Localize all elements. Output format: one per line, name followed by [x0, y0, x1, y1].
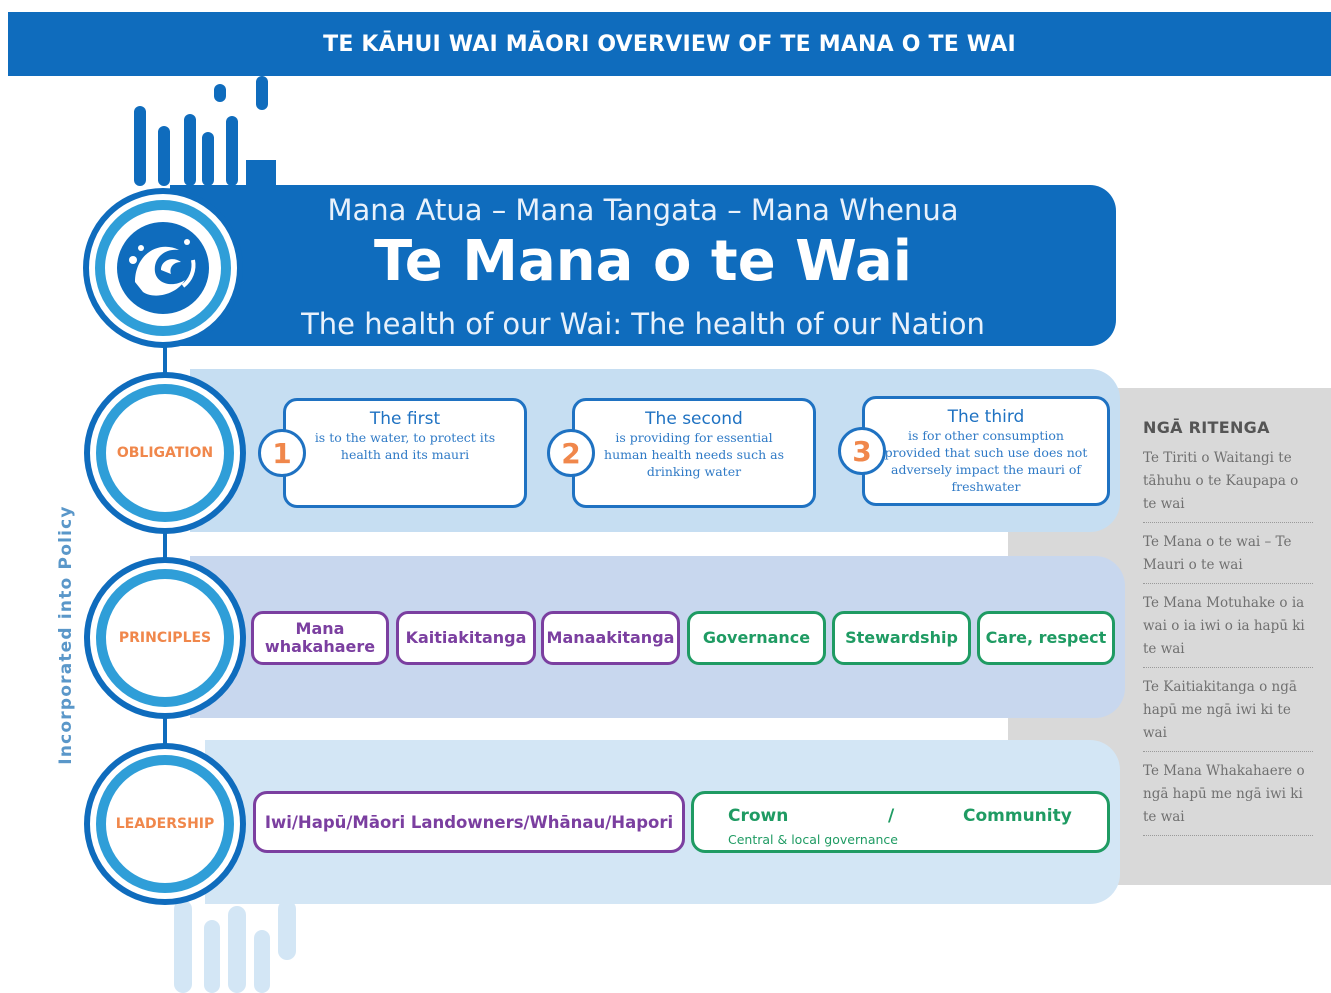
side-panel-heading: NGĀ RITENGA — [1143, 418, 1270, 437]
logo-core — [111, 216, 215, 320]
card-title: The first — [369, 409, 441, 429]
obligation-card: The third is for other consumption provi… — [862, 396, 1110, 506]
obligation-number: 3 — [838, 427, 886, 475]
obligation-number: 1 — [258, 429, 306, 477]
principle-pill: Kaitiakitanga — [396, 611, 536, 665]
crown-separator: / — [888, 806, 895, 826]
side-panel-item: Te Mana Whakahaere o ngā hapū me ngā iwi… — [1143, 760, 1313, 836]
card-body: is for other consumption provided that s… — [884, 428, 1088, 494]
principle-pill: Mana whakahaere — [251, 611, 389, 665]
crown-label: Crown — [728, 806, 789, 826]
principle-pill: Stewardship — [832, 611, 971, 665]
wave-logo-icon — [117, 222, 209, 314]
principle-pill: Care, respect — [977, 611, 1115, 665]
principles-ring: PRINCIPLES — [84, 557, 246, 719]
card-title: The second — [645, 409, 743, 429]
obligation-number: 2 — [547, 429, 595, 477]
crown-community-box: Crown / Community Central & local govern… — [691, 791, 1110, 853]
obligation-card: The second is providing for essential hu… — [572, 398, 816, 508]
obligation-card: The first is to the water, to protect it… — [283, 398, 527, 508]
obligation-label: OBLIGATION — [112, 400, 218, 506]
community-label: Community — [963, 806, 1072, 826]
side-panel-item: Te Kaitiakitanga o ngā hapū me ngā iwi k… — [1143, 676, 1313, 752]
logo-ring-inner — [95, 200, 231, 336]
principles-label: PRINCIPLES — [112, 585, 218, 691]
top-banner: TE KĀHUI WAI MĀORI OVERVIEW OF TE MANA O… — [8, 12, 1331, 76]
card-body: is providing for essential human health … — [604, 430, 784, 479]
title-block: Mana Atua – Mana Tangata – Mana Whenua T… — [170, 185, 1116, 346]
maori-leadership-box: Iwi/Hapū/Māori Landowners/Whānau/Hapori — [253, 791, 685, 853]
side-panel-item: Te Mana Motuhake o ia wai o ia iwi o ia … — [1143, 592, 1313, 668]
water-drips-decoration — [134, 76, 276, 186]
leadership-ring: LEADERSHIP — [84, 743, 246, 905]
card-body: is to the water, to protect its health a… — [314, 430, 496, 462]
side-panel-item: Te Mana o te wai – Te Mauri o te wai — [1143, 531, 1313, 584]
header-subtitle: Mana Atua – Mana Tangata – Mana Whenua — [327, 193, 959, 227]
header-tagline: The health of our Wai: The health of our… — [301, 307, 985, 341]
crown-subtitle: Central & local governance — [728, 832, 898, 847]
banner-title: TE KĀHUI WAI MĀORI OVERVIEW OF TE MANA O… — [323, 31, 1016, 57]
obligation-ring: OBLIGATION — [84, 372, 246, 534]
page-title: Te Mana o te Wai — [374, 229, 912, 294]
side-panel-item: Te Tiriti o Waitangi te tāhuhu o te Kaup… — [1143, 447, 1313, 523]
policy-label: Incorporated into Policy — [56, 505, 76, 765]
principle-pill: Manaakitanga — [541, 611, 680, 665]
principle-pill: Governance — [687, 611, 826, 665]
water-drips-decoration — [174, 900, 296, 993]
connector-line — [163, 330, 167, 760]
leadership-label: LEADERSHIP — [112, 771, 218, 877]
logo-ring — [83, 188, 243, 348]
card-title: The third — [947, 407, 1025, 427]
maori-leadership-label: Iwi/Hapū/Māori Landowners/Whānau/Hapori — [264, 812, 674, 832]
